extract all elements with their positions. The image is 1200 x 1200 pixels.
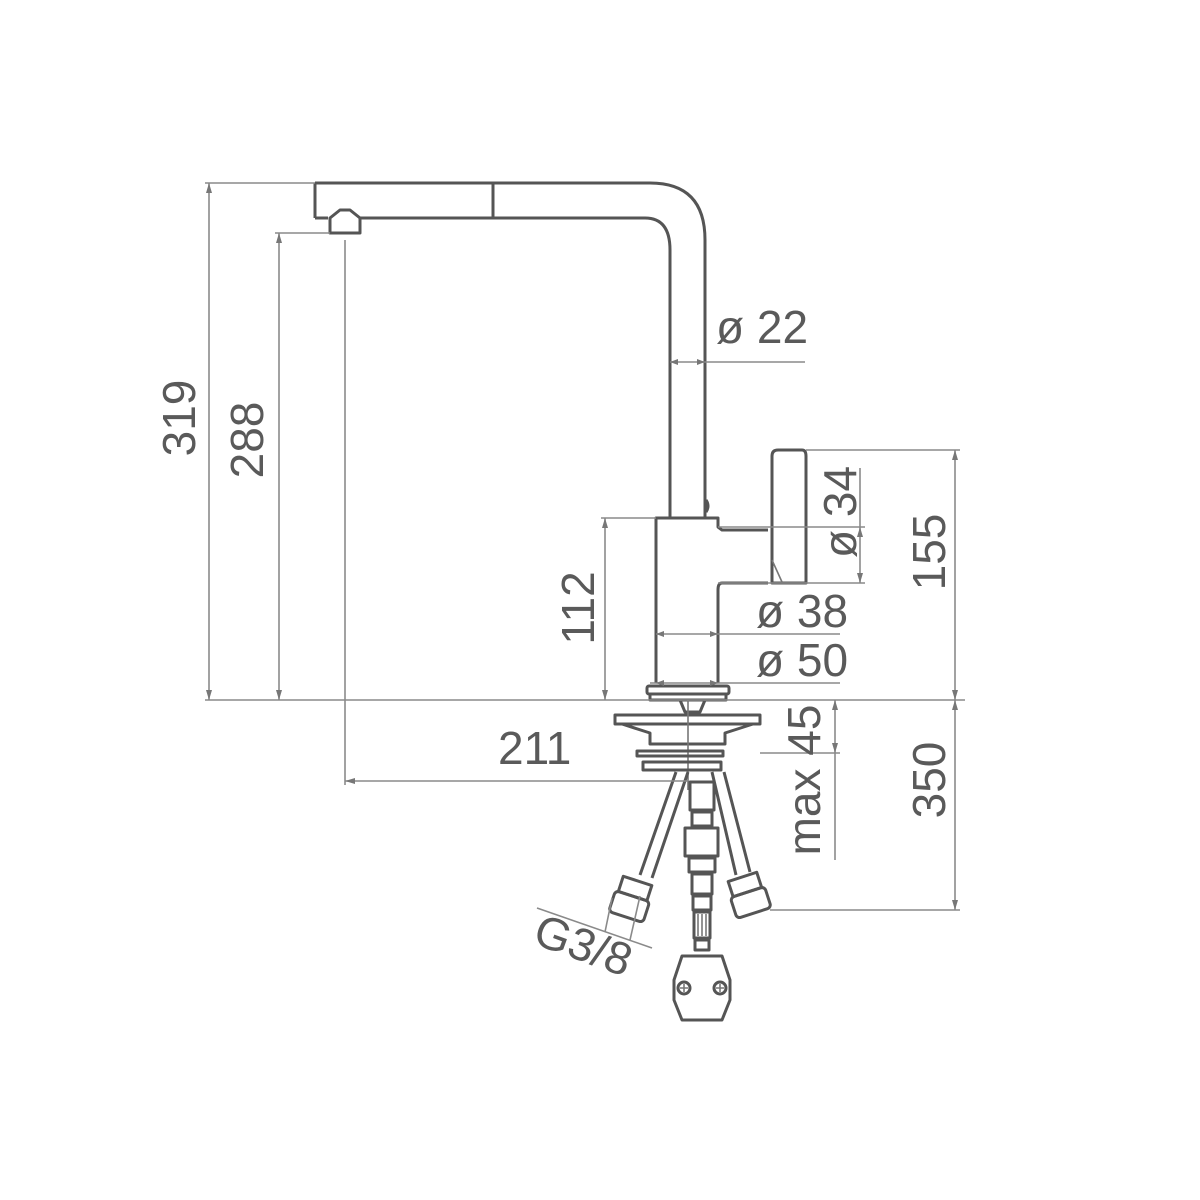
dimension-lines (205, 182, 965, 949)
label-spout-outlet-height: 288 (221, 402, 273, 479)
label-max-deck-thickness: max 45 (778, 705, 830, 856)
label-spout-reach: 211 (498, 722, 571, 774)
label-spout-diameter: ø 22 (716, 301, 808, 353)
mounting-assembly (613, 699, 762, 790)
faucet-body (654, 516, 768, 683)
label-body-diameter-base: ø 50 (756, 634, 848, 686)
label-body-diameter-upper: ø 38 (756, 585, 848, 637)
right-hose-nut (726, 870, 772, 920)
left-hose-nut (608, 874, 654, 924)
counterweight (672, 954, 732, 1022)
label-handle-diameter: ø 34 (814, 466, 866, 558)
center-hose (683, 780, 720, 952)
base-plate (648, 692, 728, 702)
aerator (328, 208, 362, 235)
spout-inner-edge (315, 216, 672, 518)
label-overall-height: 319 (153, 380, 205, 457)
dimension-labels: 319 288 ø 22 ø 34 155 112 ø 38 ø 50 211 … (153, 301, 955, 986)
flexible-hoses (608, 771, 772, 1022)
tube-clip (704, 499, 710, 513)
handle-lever (770, 448, 808, 585)
spout-outer-edge (315, 181, 707, 518)
label-hose-length: 350 (903, 742, 955, 819)
label-body-height: 112 (552, 571, 604, 644)
handle-bevel (771, 559, 783, 583)
label-handle-height: 155 (903, 514, 955, 591)
